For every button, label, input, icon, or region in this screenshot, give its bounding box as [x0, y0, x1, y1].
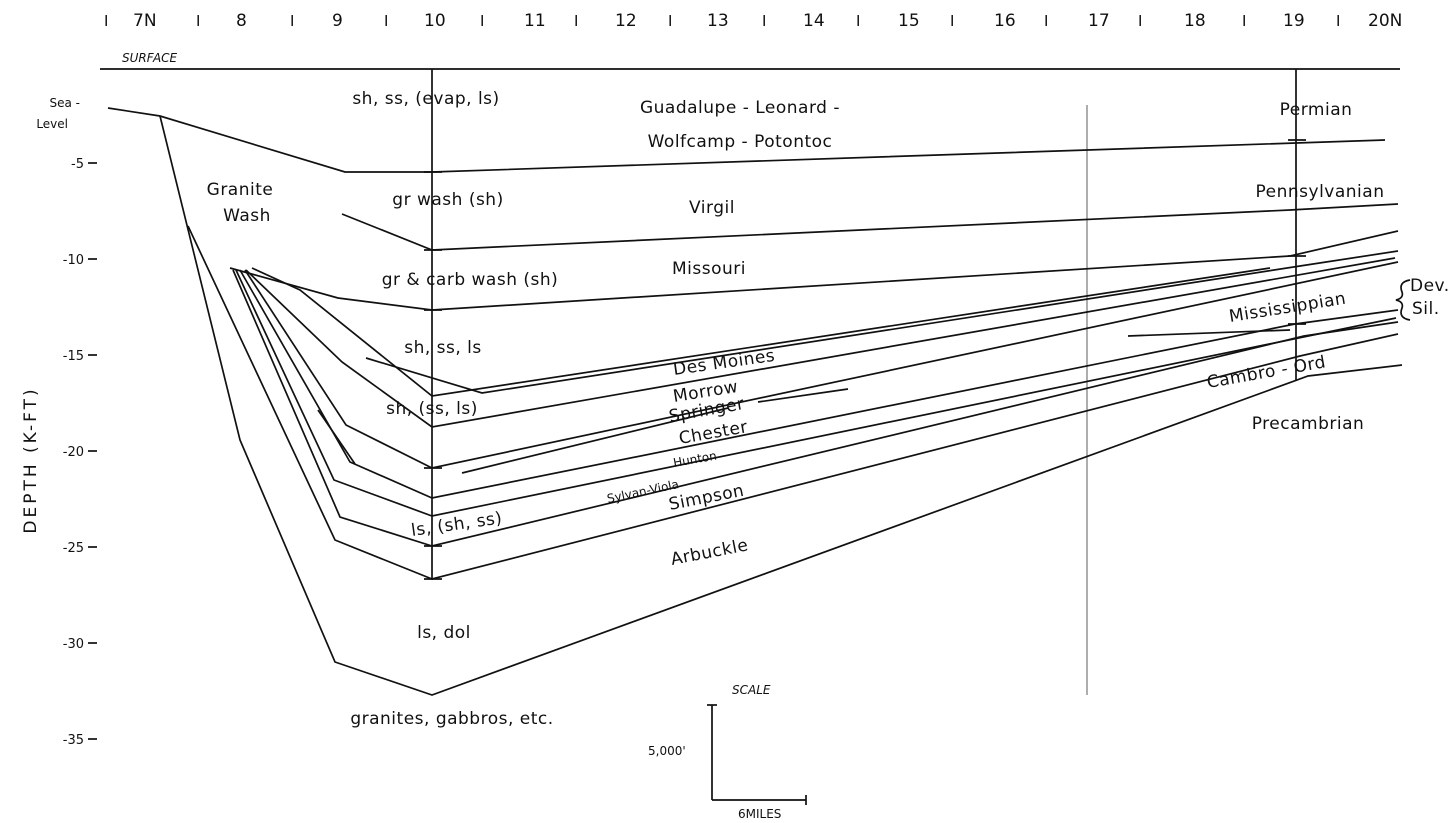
horizon-des-moines: [251, 267, 1271, 397]
township-axis: I 7N I 8 I 9 I 10 I 11 I 12 I 13 I 14 I …: [104, 11, 1402, 31]
township-label: 8: [236, 11, 247, 31]
tick-mark: I: [856, 12, 860, 30]
formation-label: Arbuckle: [669, 535, 750, 570]
tick-mark: I: [1138, 12, 1142, 30]
tick-mark: I: [1242, 12, 1246, 30]
depth-tick-label: -10: [63, 253, 84, 268]
depth-tick-label: -20: [63, 445, 84, 460]
scale-horizontal-label: 6MILES: [738, 807, 781, 821]
township-label: 15: [898, 11, 920, 31]
township-label: 7N: [133, 11, 157, 31]
scale-vertical-label: 5,000': [648, 744, 686, 758]
formation-label: Missouri: [672, 259, 746, 279]
lithology-label: ls, dol: [417, 623, 471, 643]
township-label: 10: [424, 11, 446, 31]
tick-mark: I: [762, 12, 766, 30]
depth-tick-label: -30: [63, 637, 84, 652]
horizon-morrow: [365, 250, 1399, 394]
township-label: 14: [803, 11, 825, 31]
sea-level-label: Level: [36, 117, 68, 131]
tick-mark: I: [1044, 12, 1048, 30]
township-label: 12: [615, 11, 637, 31]
system-label: Pennsylvanian: [1256, 182, 1385, 202]
horizon-virgil-base: [341, 203, 1399, 251]
lithology-label: gr & carb wash (sh): [382, 270, 559, 290]
horizon-chester: [244, 261, 1399, 469]
formation-label: Guadalupe - Leonard -: [640, 98, 840, 118]
lithology-label: Granite: [207, 180, 274, 200]
township-label: 17: [1088, 11, 1110, 31]
scale-title: SCALE: [732, 683, 771, 697]
system-label: Permian: [1280, 100, 1353, 120]
tick-mark: I: [104, 12, 108, 30]
formation-label: Virgil: [689, 198, 735, 218]
lithology-label: granites, gabbros, etc.: [350, 709, 553, 729]
tick-mark: I: [574, 12, 578, 30]
horizon-basement: [159, 115, 1403, 696]
horizon-sylvan-viola: [235, 269, 1397, 517]
horizon-minor-chester: [757, 388, 849, 403]
formation-label: Wolfcamp - Potontoc: [648, 132, 833, 152]
township-label: 11: [524, 11, 546, 31]
township-label: 20N: [1368, 11, 1402, 31]
lithology-label: Wash: [223, 206, 271, 226]
depth-tick-label: -5: [71, 157, 84, 172]
horizon-springer: [245, 257, 1396, 428]
lithology-label: gr wash (sh): [392, 190, 503, 210]
depth-tick-label: -15: [63, 349, 84, 364]
tick-mark: I: [950, 12, 954, 30]
horizon-permian-base: [107, 107, 1386, 173]
depth-axis-label: DEPTH (K-FT): [21, 386, 41, 533]
surface-label: SURFACE: [122, 51, 178, 65]
depth-tick-label: -25: [63, 541, 84, 556]
sea-level-label: Sea -: [50, 96, 81, 110]
system-label: Dev.: [1410, 276, 1450, 296]
tick-mark: I: [480, 12, 484, 30]
tick-mark: I: [668, 12, 672, 30]
system-label: Cambro - Ord: [1205, 352, 1327, 393]
horizon-minor-mississippian: [1127, 329, 1291, 337]
lithology-label: sh, (ss, ls): [386, 399, 478, 419]
dev-sil-brace: [1395, 279, 1411, 321]
lithology-label: sh, ss, (evap, ls): [352, 89, 499, 109]
horizon-minor-chester: [461, 407, 729, 474]
tick-mark: I: [384, 12, 388, 30]
township-label: 13: [707, 11, 729, 31]
depth-tick-label: -35: [63, 733, 84, 748]
well-lines: [424, 69, 1306, 580]
system-label: Precambrian: [1252, 414, 1365, 434]
tick-mark: I: [1336, 12, 1340, 30]
township-label: 16: [994, 11, 1016, 31]
formation-label: Hunton: [672, 449, 718, 470]
township-label: 9: [332, 11, 343, 31]
tick-mark: I: [196, 12, 200, 30]
horizon-minor-hunton: [317, 409, 356, 465]
tick-mark: I: [290, 12, 294, 30]
scale-bar: SCALE 5,000' 6MILES: [648, 683, 807, 821]
horizons: [107, 107, 1403, 696]
depth-axis: DEPTH (K-FT) -5 -10 -15 -20 -25 -30 -35: [21, 157, 97, 748]
lithology-label: sh, ss, ls: [404, 338, 482, 358]
township-label: 18: [1184, 11, 1206, 31]
township-label: 19: [1283, 11, 1305, 31]
system-label: Sil.: [1412, 299, 1440, 319]
